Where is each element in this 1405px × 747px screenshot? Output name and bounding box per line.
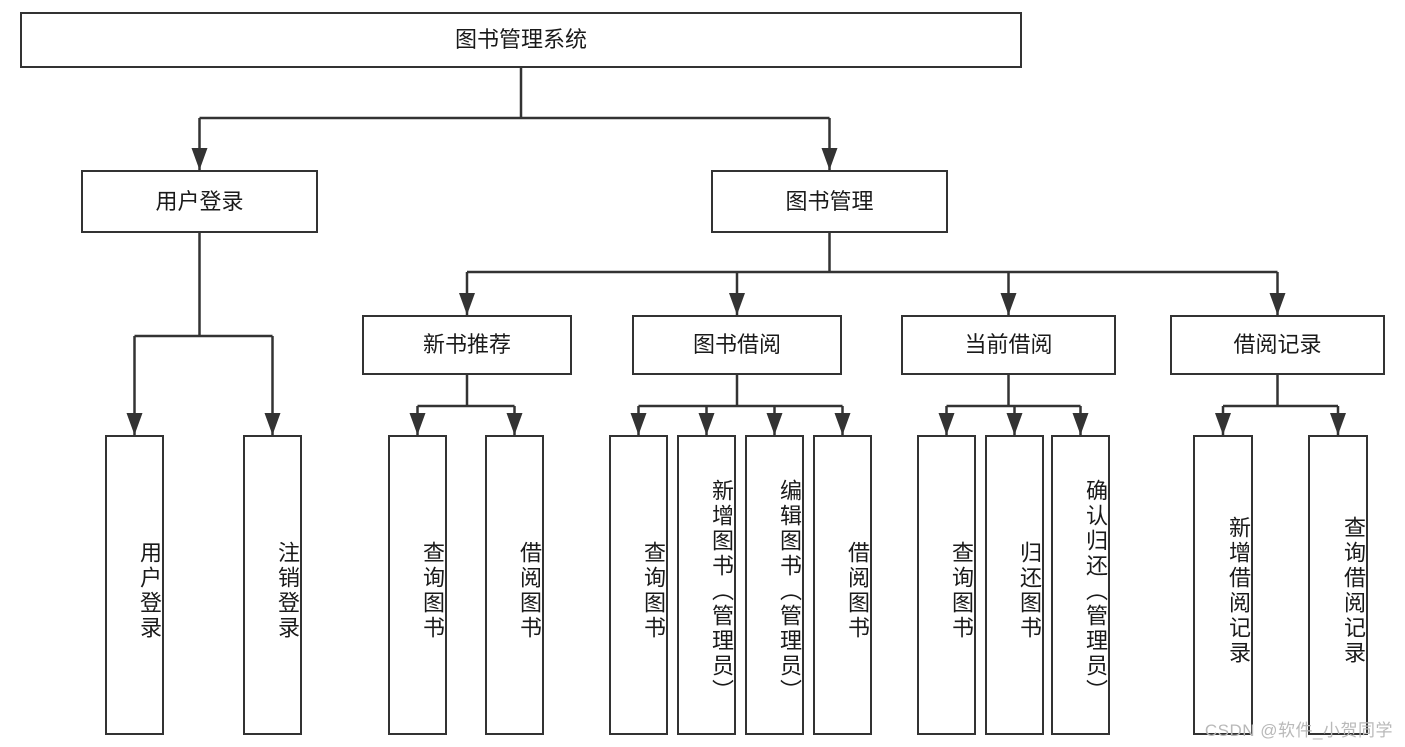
node-current-borrow-label: 当前借阅 — [964, 332, 1053, 358]
watermark: CSDN @软件_小贺同学 — [1204, 721, 1393, 740]
node-leaf-query-book-borrow-label: 查询图书 — [641, 541, 666, 641]
node-book-manage-label: 图书管理 — [785, 188, 874, 214]
node-leaf-query-book-rec[interactable]: 查询图书 — [388, 435, 447, 735]
node-leaf-add-borrow-record-label: 新增借阅记录 — [1226, 516, 1251, 666]
node-borrow-record-label: 借阅记录 — [1233, 332, 1322, 358]
node-leaf-confirm-return[interactable]: 确认归还（管理员） — [1051, 435, 1110, 735]
node-leaf-borrow-book-rec-label: 借阅图书 — [517, 541, 542, 641]
node-leaf-add-borrow-record[interactable]: 新增借阅记录 — [1193, 435, 1253, 735]
node-leaf-return-book[interactable]: 归还图书 — [985, 435, 1044, 735]
node-leaf-add-book[interactable]: 新增图书（管理员） — [677, 435, 736, 735]
node-leaf-query-book-rec-label: 查询图书 — [420, 541, 445, 641]
node-leaf-user-login-label: 用户登录 — [137, 541, 162, 641]
node-user-login-label: 用户登录 — [155, 188, 244, 214]
node-new-book-rec[interactable]: 新书推荐 — [362, 315, 572, 375]
node-leaf-add-book-label: 新增图书（管理员） — [709, 478, 734, 704]
node-leaf-borrow-book[interactable]: 借阅图书 — [813, 435, 872, 735]
node-new-book-rec-label: 新书推荐 — [422, 332, 511, 358]
node-leaf-query-borrow-record-label: 查询借阅记录 — [1341, 516, 1366, 666]
node-leaf-query-book-current-label: 查询图书 — [949, 541, 974, 641]
node-user-login[interactable]: 用户登录 — [81, 170, 318, 233]
node-book-manage[interactable]: 图书管理 — [711, 170, 948, 233]
node-leaf-user-logout[interactable]: 注销登录 — [243, 435, 302, 735]
node-leaf-borrow-book-label: 借阅图书 — [845, 541, 870, 641]
node-book-borrow[interactable]: 图书借阅 — [632, 315, 842, 375]
node-leaf-edit-book[interactable]: 编辑图书（管理员） — [745, 435, 804, 735]
node-current-borrow[interactable]: 当前借阅 — [901, 315, 1116, 375]
node-leaf-query-borrow-record[interactable]: 查询借阅记录 — [1308, 435, 1368, 735]
node-leaf-confirm-return-label: 确认归还（管理员） — [1083, 478, 1108, 704]
node-leaf-user-login[interactable]: 用户登录 — [105, 435, 164, 735]
node-root-label: 图书管理系统 — [454, 27, 587, 53]
node-leaf-user-logout-label: 注销登录 — [275, 541, 300, 641]
node-root[interactable]: 图书管理系统 — [20, 12, 1022, 68]
node-leaf-borrow-book-rec[interactable]: 借阅图书 — [485, 435, 544, 735]
node-book-borrow-label: 图书借阅 — [692, 332, 781, 358]
node-leaf-return-book-label: 归还图书 — [1017, 541, 1042, 641]
node-leaf-query-book-borrow[interactable]: 查询图书 — [609, 435, 668, 735]
node-leaf-query-book-current[interactable]: 查询图书 — [917, 435, 976, 735]
node-borrow-record[interactable]: 借阅记录 — [1170, 315, 1385, 375]
node-leaf-edit-book-label: 编辑图书（管理员） — [777, 478, 802, 704]
